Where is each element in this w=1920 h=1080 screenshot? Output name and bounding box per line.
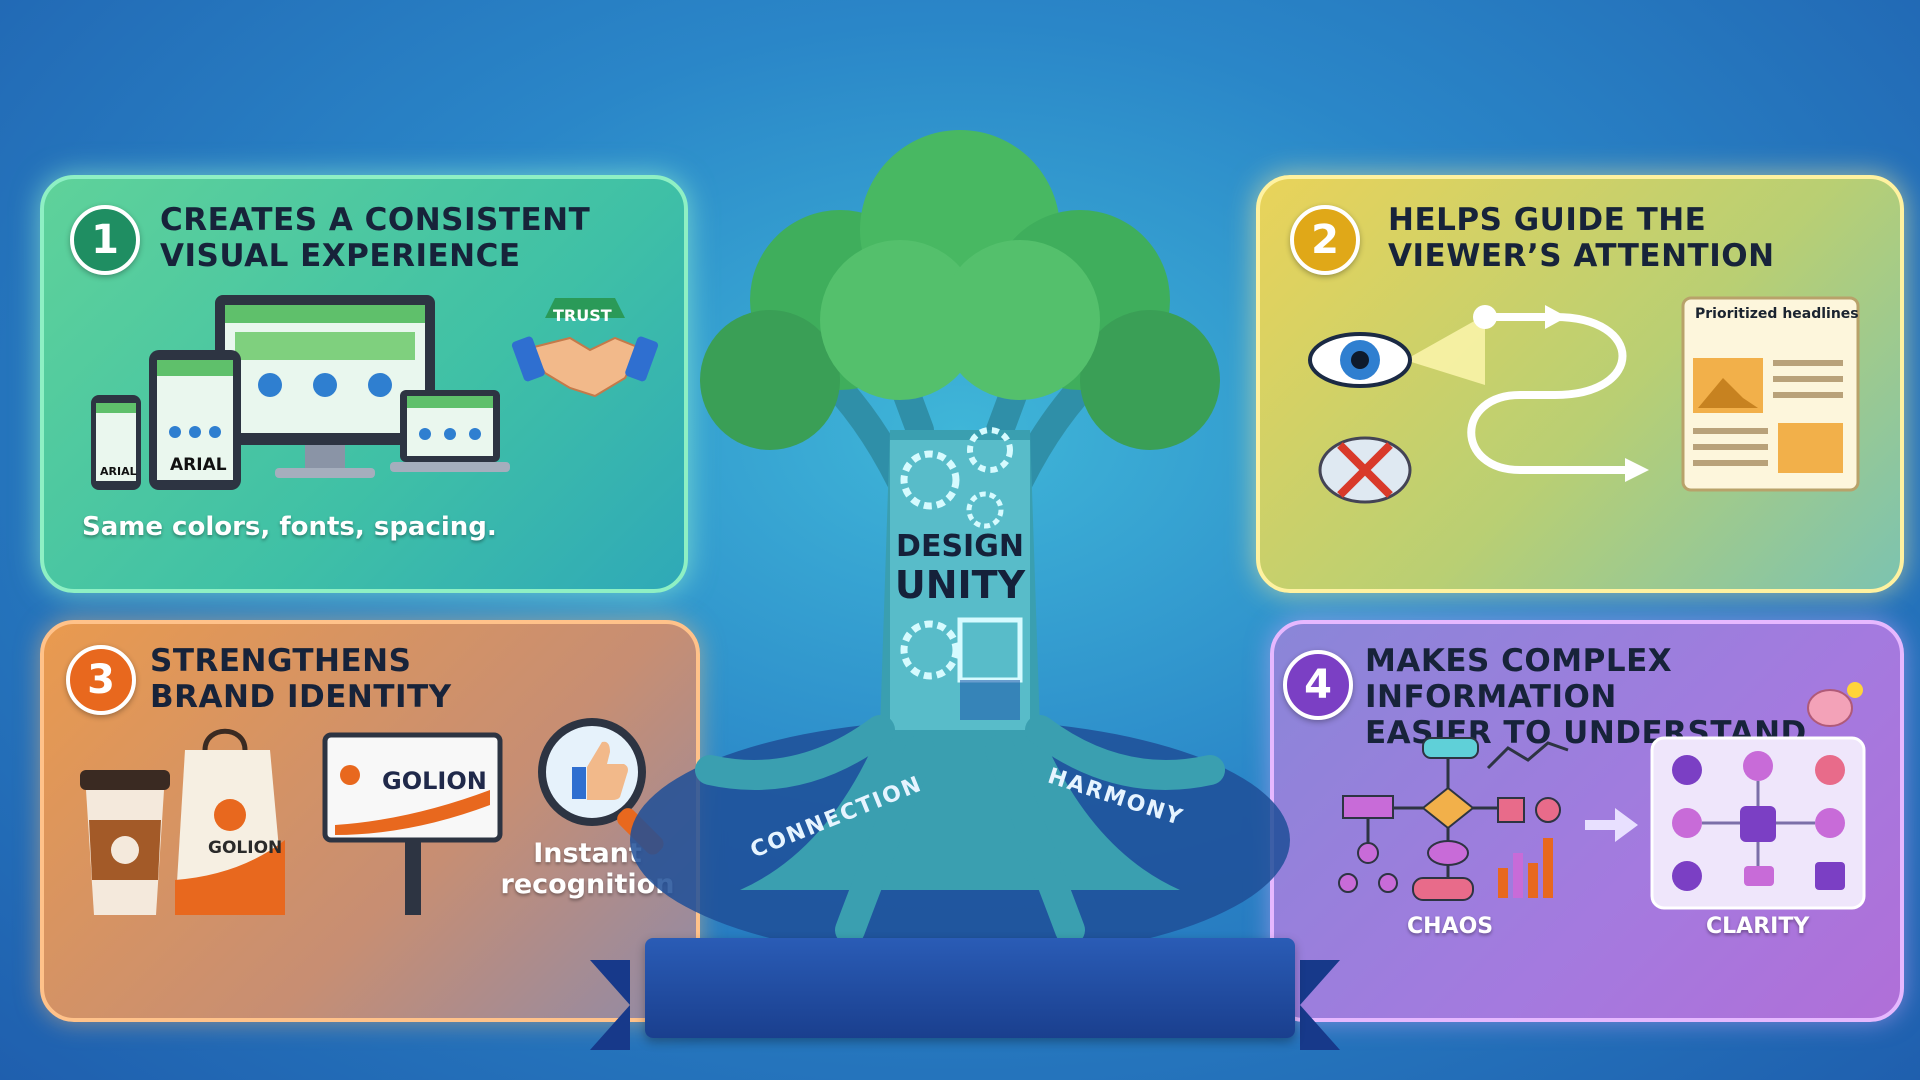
phone-font-label: ARIAL (100, 465, 137, 478)
design-unity-label: DESIGN UNITY (870, 529, 1050, 607)
tablet-font-label: ARIAL (170, 455, 227, 475)
brand-items-illustration (80, 728, 503, 915)
design-unity-line-1: DESIGN (896, 529, 1024, 564)
panel-2-title-line-2: VIEWER’S ATTENTION (1388, 238, 1775, 274)
panel-4-title-line-1: MAKES COMPLEX INFORMATION (1365, 643, 1673, 715)
panel-3-title-line-1: STRENGTHENS (150, 643, 412, 679)
headline-card-icon (1681, 296, 1860, 492)
panel-3-title-line-2: BRAND IDENTITY (150, 679, 452, 715)
panel-2-title: HELPS GUIDE THE VIEWER’S ATTENTION (1388, 202, 1775, 274)
devices-illustration (91, 295, 510, 490)
panel-3-title: STRENGTHENS BRAND IDENTITY (150, 643, 452, 715)
attention-flow-illustration (1308, 305, 1649, 504)
handshake-icon (511, 298, 659, 398)
step-4-badge: 4 (1283, 650, 1353, 720)
panel-1-title: CREATES A CONSISTENT VISUAL EXPERIENCE (160, 202, 590, 274)
arrow-right-icon (1585, 808, 1638, 842)
trust-badge: TRUST (553, 306, 612, 325)
brain-lightbulb-icon (1807, 682, 1863, 727)
ribbon-tail-left (590, 960, 630, 1050)
ribbon-tail-right (1300, 960, 1340, 1050)
bottom-ribbon (645, 938, 1295, 1038)
design-unity-line-2: UNITY (894, 563, 1026, 607)
panel-1-title-line-2: VISUAL EXPERIENCE (160, 238, 521, 274)
step-1-badge: 1 (70, 205, 140, 275)
panel-1-caption: Same colors, fonts, spacing. (82, 512, 497, 542)
billboard-brand-label: GOLION (382, 767, 487, 795)
chaos-diagram (1338, 737, 1569, 901)
bag-brand-label: GOLION (208, 838, 283, 858)
panel-2-title-line-1: HELPS GUIDE THE (1388, 202, 1707, 238)
step-2-badge: 2 (1290, 205, 1360, 275)
card-headline-label: Prioritized headlines (1695, 306, 1859, 322)
chaos-label: CHAOS (1407, 914, 1494, 939)
clarity-diagram (1650, 736, 1866, 910)
tree-illustration (630, 130, 1290, 960)
clarity-label: CLARITY (1706, 914, 1810, 939)
panel-1-title-line-1: CREATES A CONSISTENT (160, 202, 591, 238)
panel-3-caption-line-1: Instant (533, 838, 642, 869)
step-3-badge: 3 (66, 645, 136, 715)
